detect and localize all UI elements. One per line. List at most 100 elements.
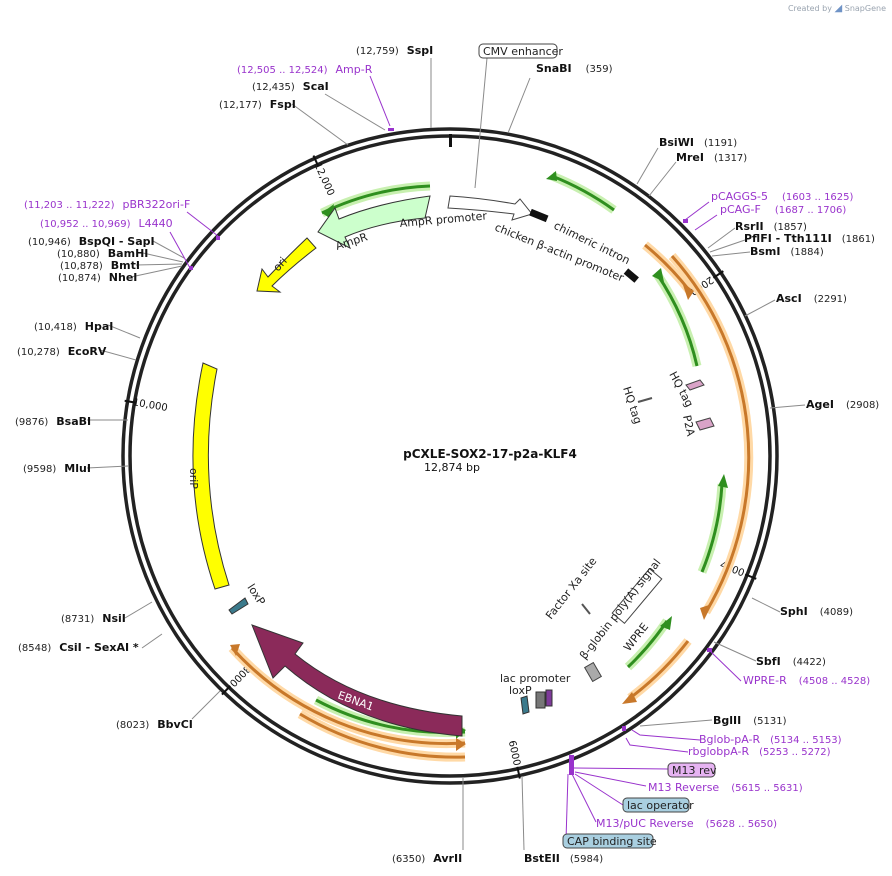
leader-csii [141, 633, 163, 649]
primer-m13-reverse-name: M13 Reverse [648, 781, 719, 794]
enzyme-bsabi: (9876)BsaBI [15, 415, 91, 428]
enzyme-asci-name: AscI [776, 292, 802, 305]
arrowhead-6 [718, 474, 728, 488]
primer-m13-puc-reverse-name: M13/pUC Reverse [596, 817, 694, 830]
enzyme-bsteii-name: BstEII [524, 852, 560, 865]
enzyme-bglii: BglII (5131) [713, 714, 787, 727]
enzyme-agei: AgeI(2908) [806, 398, 879, 411]
box-leader-lac-operator [574, 773, 624, 806]
primer-site-pcag [683, 219, 688, 223]
enzyme-bsiwi: BsiWI(1191) [659, 136, 737, 149]
orf-green-arc-1-line [655, 273, 699, 367]
primer-pbr322ori-f-pos: (11,203 .. 11,222) [24, 200, 115, 211]
enzyme-sspi-name: SspI [407, 44, 433, 57]
leader-lines [86, 57, 806, 851]
primer-pcag-f: pCAG-F(1687 .. 1706) [720, 203, 846, 216]
cap-binding-site-label: CAP binding site [567, 835, 657, 848]
hq-tag-glyph-1 [685, 379, 705, 391]
enzyme-csii-name: CsiI - SexAI * [59, 641, 139, 654]
cmv-enhancer-label: CMV enhancer [483, 45, 563, 58]
scale-tick-4 [124, 399, 137, 404]
primer-pbr322ori-f: (11,203 .. 11,222)pBR322ori-F [24, 198, 190, 211]
leader-cmv-enhancer [474, 57, 488, 189]
primer-site-pbr322ori-f [216, 236, 220, 240]
orip-arc [192, 362, 230, 590]
leader-bglii [639, 719, 713, 727]
leader-bbvci [191, 690, 221, 720]
enzyme-bspqi-name: BspQI - SapI [79, 235, 155, 248]
enzyme-scai: (12,435)ScaI [252, 80, 329, 93]
primer-leader-rbglobpa-r [625, 737, 689, 753]
scale-tick-3 [221, 685, 231, 696]
primer-rbglobpa-r-pos: (5253 .. 5272) [759, 747, 831, 758]
leader-bsiwi [636, 147, 659, 185]
enzyme-avrii: (6350)AvrII [392, 852, 462, 865]
enzyme-sbfi-pos: (4422) [793, 657, 826, 668]
enzyme-bglii-pos: (5131) [753, 716, 786, 727]
primer-amp-r: (12,505 .. 12,524)Amp-R [237, 63, 373, 76]
leader-bsteii [521, 775, 525, 851]
enzyme-asci: AscI (2291) [776, 292, 847, 305]
lac-promoter-glyph [535, 691, 546, 709]
scale-tick-5 [312, 155, 320, 167]
klf4-cds-arc-line [670, 255, 751, 613]
enzyme-bspqi-pos: (10,946) [28, 237, 71, 248]
leader-mlui [86, 465, 129, 469]
enzyme-mlui-name: MluI [64, 462, 91, 475]
enzyme-bglii-name: BglII [713, 714, 741, 727]
leader-bmti [135, 263, 183, 266]
primer-wpre-r-name: WPRE-R [743, 674, 787, 687]
primer-rbglobpa-r: rbglobpA-R(5253 .. 5272) [688, 745, 831, 758]
enzyme-bmti: (10,878)BmtI [60, 259, 140, 272]
enzyme-bsabi-name: BsaBI [56, 415, 91, 428]
enzyme-bsmi-name: BsmI [750, 245, 781, 258]
box-leader-m13-rev [573, 767, 669, 770]
enzyme-bsmi: BsmI(1884) [750, 245, 824, 258]
enzyme-sphi-name: SphI [780, 605, 808, 618]
arrowhead-7 [660, 616, 672, 630]
primer-pcaggs-5-name: pCAGGS-5 [711, 190, 768, 203]
enzyme-mrei: MreI(1317) [676, 151, 747, 164]
enzyme-hpai: (10,418)HpaI [34, 320, 113, 333]
p2a-glyph [695, 417, 715, 431]
enzyme-ecorv: (10,278)EcoRV [17, 345, 107, 358]
primer-pcag-f-name: pCAG-F [720, 203, 761, 216]
enzyme-rsrii-name: RsrII [735, 220, 764, 233]
leader-ecorv [99, 349, 137, 361]
chicken-b-actin-promoter-end-bar [623, 268, 639, 283]
lac-operator-glyph [545, 689, 553, 707]
primer-m13-puc-reverse-pos: (5628 .. 5650) [706, 819, 778, 830]
leader-pflfi [709, 239, 746, 253]
enzyme-mrei-pos: (1317) [714, 153, 747, 164]
enzyme-asci-pos: (2291) [814, 294, 847, 305]
enzyme-bamhi-pos: (10,880) [57, 249, 100, 260]
leader-bspqi [152, 240, 185, 259]
snapgene-logo: ◢ [834, 3, 843, 14]
enzyme-bsteii: BstEII(5984) [524, 852, 603, 865]
enzyme-fspi-name: FspI [270, 98, 296, 111]
enzyme-avrii-pos: (6350) [392, 854, 425, 865]
origin-marker [449, 134, 452, 147]
backbone [121, 127, 779, 785]
feature-label-orip: oriP [187, 468, 200, 489]
arrowhead-10 [456, 738, 466, 751]
arrowhead-3 [700, 604, 712, 620]
enzyme-mlui: (9598)MluI [23, 462, 91, 475]
enzyme-csii-sexai: (8548)CsiI - SexAI * [18, 641, 139, 654]
feature-label-hq-tag-2: HQ tag [620, 385, 644, 426]
primer-leaders [169, 75, 742, 841]
ampr-arrow [317, 195, 431, 250]
primer-leader-m13-reverse [574, 771, 647, 787]
enzyme-snabi-name: SnaBI [536, 62, 572, 75]
wpre-box [611, 567, 663, 625]
primer-l4440-name: L4440 [139, 217, 173, 230]
enzyme-bsiwi-pos: (1191) [704, 138, 737, 149]
primer-bglob-pa-r-pos: (5134 .. 5153) [770, 735, 842, 746]
enzyme-sbfi-name: SbfI [756, 655, 781, 668]
enzyme-nhei-pos: (10,874) [58, 273, 101, 284]
enzyme-bbvci: (8023)BbvCI [116, 718, 193, 731]
primer-labels: (12,505 .. 12,524)Amp-R (11,203 .. 11,22… [24, 63, 870, 830]
enzyme-ecorv-pos: (10,278) [17, 347, 60, 358]
enzyme-nsii-pos: (8731) [61, 614, 94, 625]
